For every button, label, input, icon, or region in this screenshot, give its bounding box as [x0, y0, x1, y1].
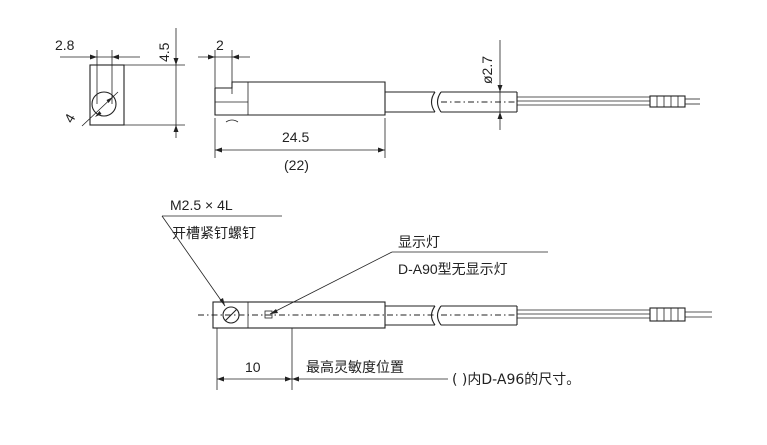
- screw-spec-label: M2.5 × 4L: [170, 197, 233, 213]
- dim-phi-2-7-label: ø2.7: [479, 56, 495, 84]
- dim-22-label: (22): [284, 157, 309, 173]
- dim-2-label: 2: [216, 37, 224, 53]
- dim-10-label: 10: [245, 359, 261, 375]
- screw-name-label: 开槽紧钉螺钉: [172, 226, 256, 242]
- dim-24-5-label: 24.5: [282, 129, 309, 145]
- side-view-body: [214, 81, 386, 116]
- dim-2-8-label: 2.8: [55, 37, 75, 53]
- dim-4-5-label: 4.5: [156, 42, 172, 62]
- dim-4-label: 4: [61, 111, 79, 126]
- indicator-note: D-A90型无显示灯: [398, 261, 508, 277]
- end-view-outline: [89, 64, 125, 126]
- end-view: 2.8 4.5 4: [55, 28, 185, 138]
- indicator-label: 显示灯: [398, 235, 440, 251]
- sensitivity-label: 最高灵敏度位置: [306, 359, 404, 376]
- side-view-connector: [649, 95, 686, 108]
- plan-view: M2.5 × 4L 开槽紧钉螺钉 显示灯 D-A90型无显示灯: [161, 197, 712, 390]
- side-view: 2 ø2.7: [198, 37, 700, 173]
- end-view-hole: [91, 91, 117, 117]
- plan-view-indicator: [264, 310, 273, 319]
- plan-view-connector: [649, 307, 686, 322]
- paren-note: ( )内D-A96的尺寸。: [452, 372, 580, 388]
